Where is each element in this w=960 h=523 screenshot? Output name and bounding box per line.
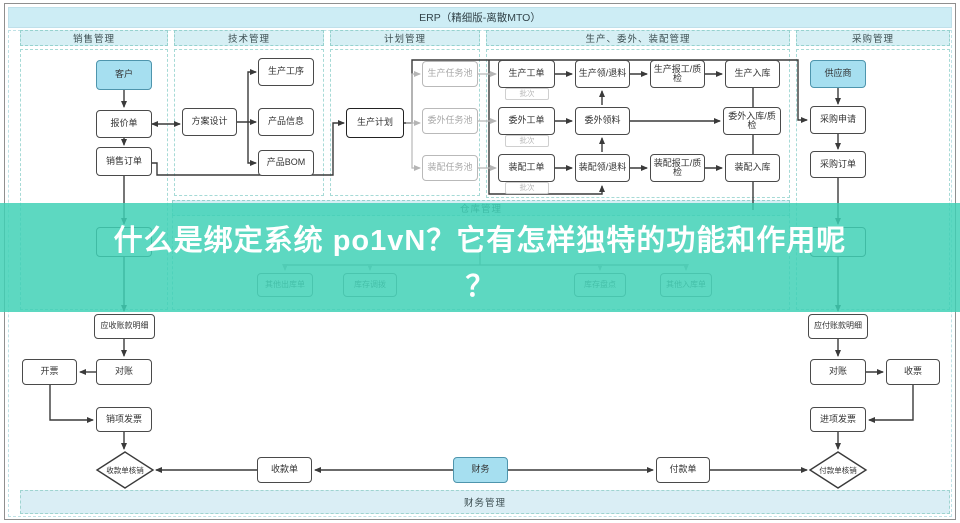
node-recon-ap: 对账 [810, 359, 866, 385]
node-prod-plan: 生产计划 [346, 108, 404, 138]
node-out-in: 委外入库/质检 [723, 107, 781, 135]
node-invoice-issue: 开票 [22, 359, 77, 385]
section-header-sales: 销售管理 [20, 30, 168, 46]
promo-banner-overlay: 什么是绑定系统 po1vN？它有怎样独特的功能和作用呢 ？ [0, 203, 960, 312]
receipt-writeoff-diamond [95, 451, 155, 489]
node-receive-invoice: 收票 [886, 359, 940, 385]
node-process: 生产工序 [258, 58, 314, 86]
node-design: 方案设计 [182, 108, 237, 136]
node-out-wo: 委外工单 [498, 107, 555, 135]
page-title: ERP（精细版-离散MTO） [8, 7, 952, 28]
node-asm-report: 装配报工/质检 [650, 154, 705, 182]
node-product-info: 产品信息 [258, 108, 314, 136]
node-prod-pool: 生产任务池 [422, 61, 478, 87]
node-recon-ar: 对账 [96, 359, 152, 385]
payment-writeoff-diamond [808, 451, 868, 489]
node-ap-detail: 应付账款明细 [808, 314, 868, 339]
node-payment-writeoff: 付款单核销 [819, 465, 857, 475]
banner-text-line1: 什么是绑定系统 po1vN？它有怎样独特的功能和作用呢 [113, 225, 847, 257]
node-asm-issue: 装配领/退料 [575, 154, 630, 182]
node-customer: 客户 [96, 60, 152, 90]
node-prod-in: 生产入库 [725, 60, 780, 88]
section-production [486, 49, 790, 198]
node-payment: 付款单 [656, 457, 710, 483]
node-receipt: 收款单 [257, 457, 312, 483]
banner-text-line2: ？ [465, 271, 495, 303]
section-plan [330, 49, 480, 196]
node-receipt-writeoff: 收款单核销 [106, 465, 144, 475]
node-batch-prod: 批次 [505, 88, 549, 100]
node-prod-wo: 生产工单 [498, 60, 555, 88]
section-header-plan: 计划管理 [330, 30, 480, 46]
node-sales-invoice: 销项发票 [96, 407, 152, 432]
node-asm-wo: 装配工单 [498, 154, 555, 182]
section-header-finance: 财务管理 [20, 490, 950, 514]
node-batch-asm: 批次 [505, 182, 549, 194]
node-purchase-invoice: 进项发票 [810, 407, 866, 432]
node-prod-issue: 生产领/退料 [575, 60, 630, 88]
node-batch-out: 批次 [505, 135, 549, 147]
node-out-pool: 委外任务池 [422, 108, 478, 134]
section-header-purchase: 采购管理 [796, 30, 950, 46]
node-sales-order: 销售订单 [96, 147, 152, 176]
node-product-bom: 产品BOM [258, 150, 314, 176]
section-header-production: 生产、委外、装配管理 [486, 30, 790, 46]
node-asm-pool: 装配任务池 [422, 155, 478, 181]
section-header-tech: 技术管理 [174, 30, 324, 46]
node-prod-report: 生产报工/质检 [650, 60, 705, 88]
node-out-issue: 委外领料 [575, 107, 630, 135]
node-finance: 财务 [453, 457, 508, 483]
node-asm-in: 装配入库 [725, 154, 780, 182]
node-supplier: 供应商 [810, 60, 866, 88]
node-purchase-request: 采购申请 [810, 106, 866, 134]
node-ar-detail: 应收账款明细 [94, 314, 155, 339]
node-quote: 报价单 [96, 110, 152, 138]
node-purchase-order: 采购订单 [810, 151, 866, 178]
